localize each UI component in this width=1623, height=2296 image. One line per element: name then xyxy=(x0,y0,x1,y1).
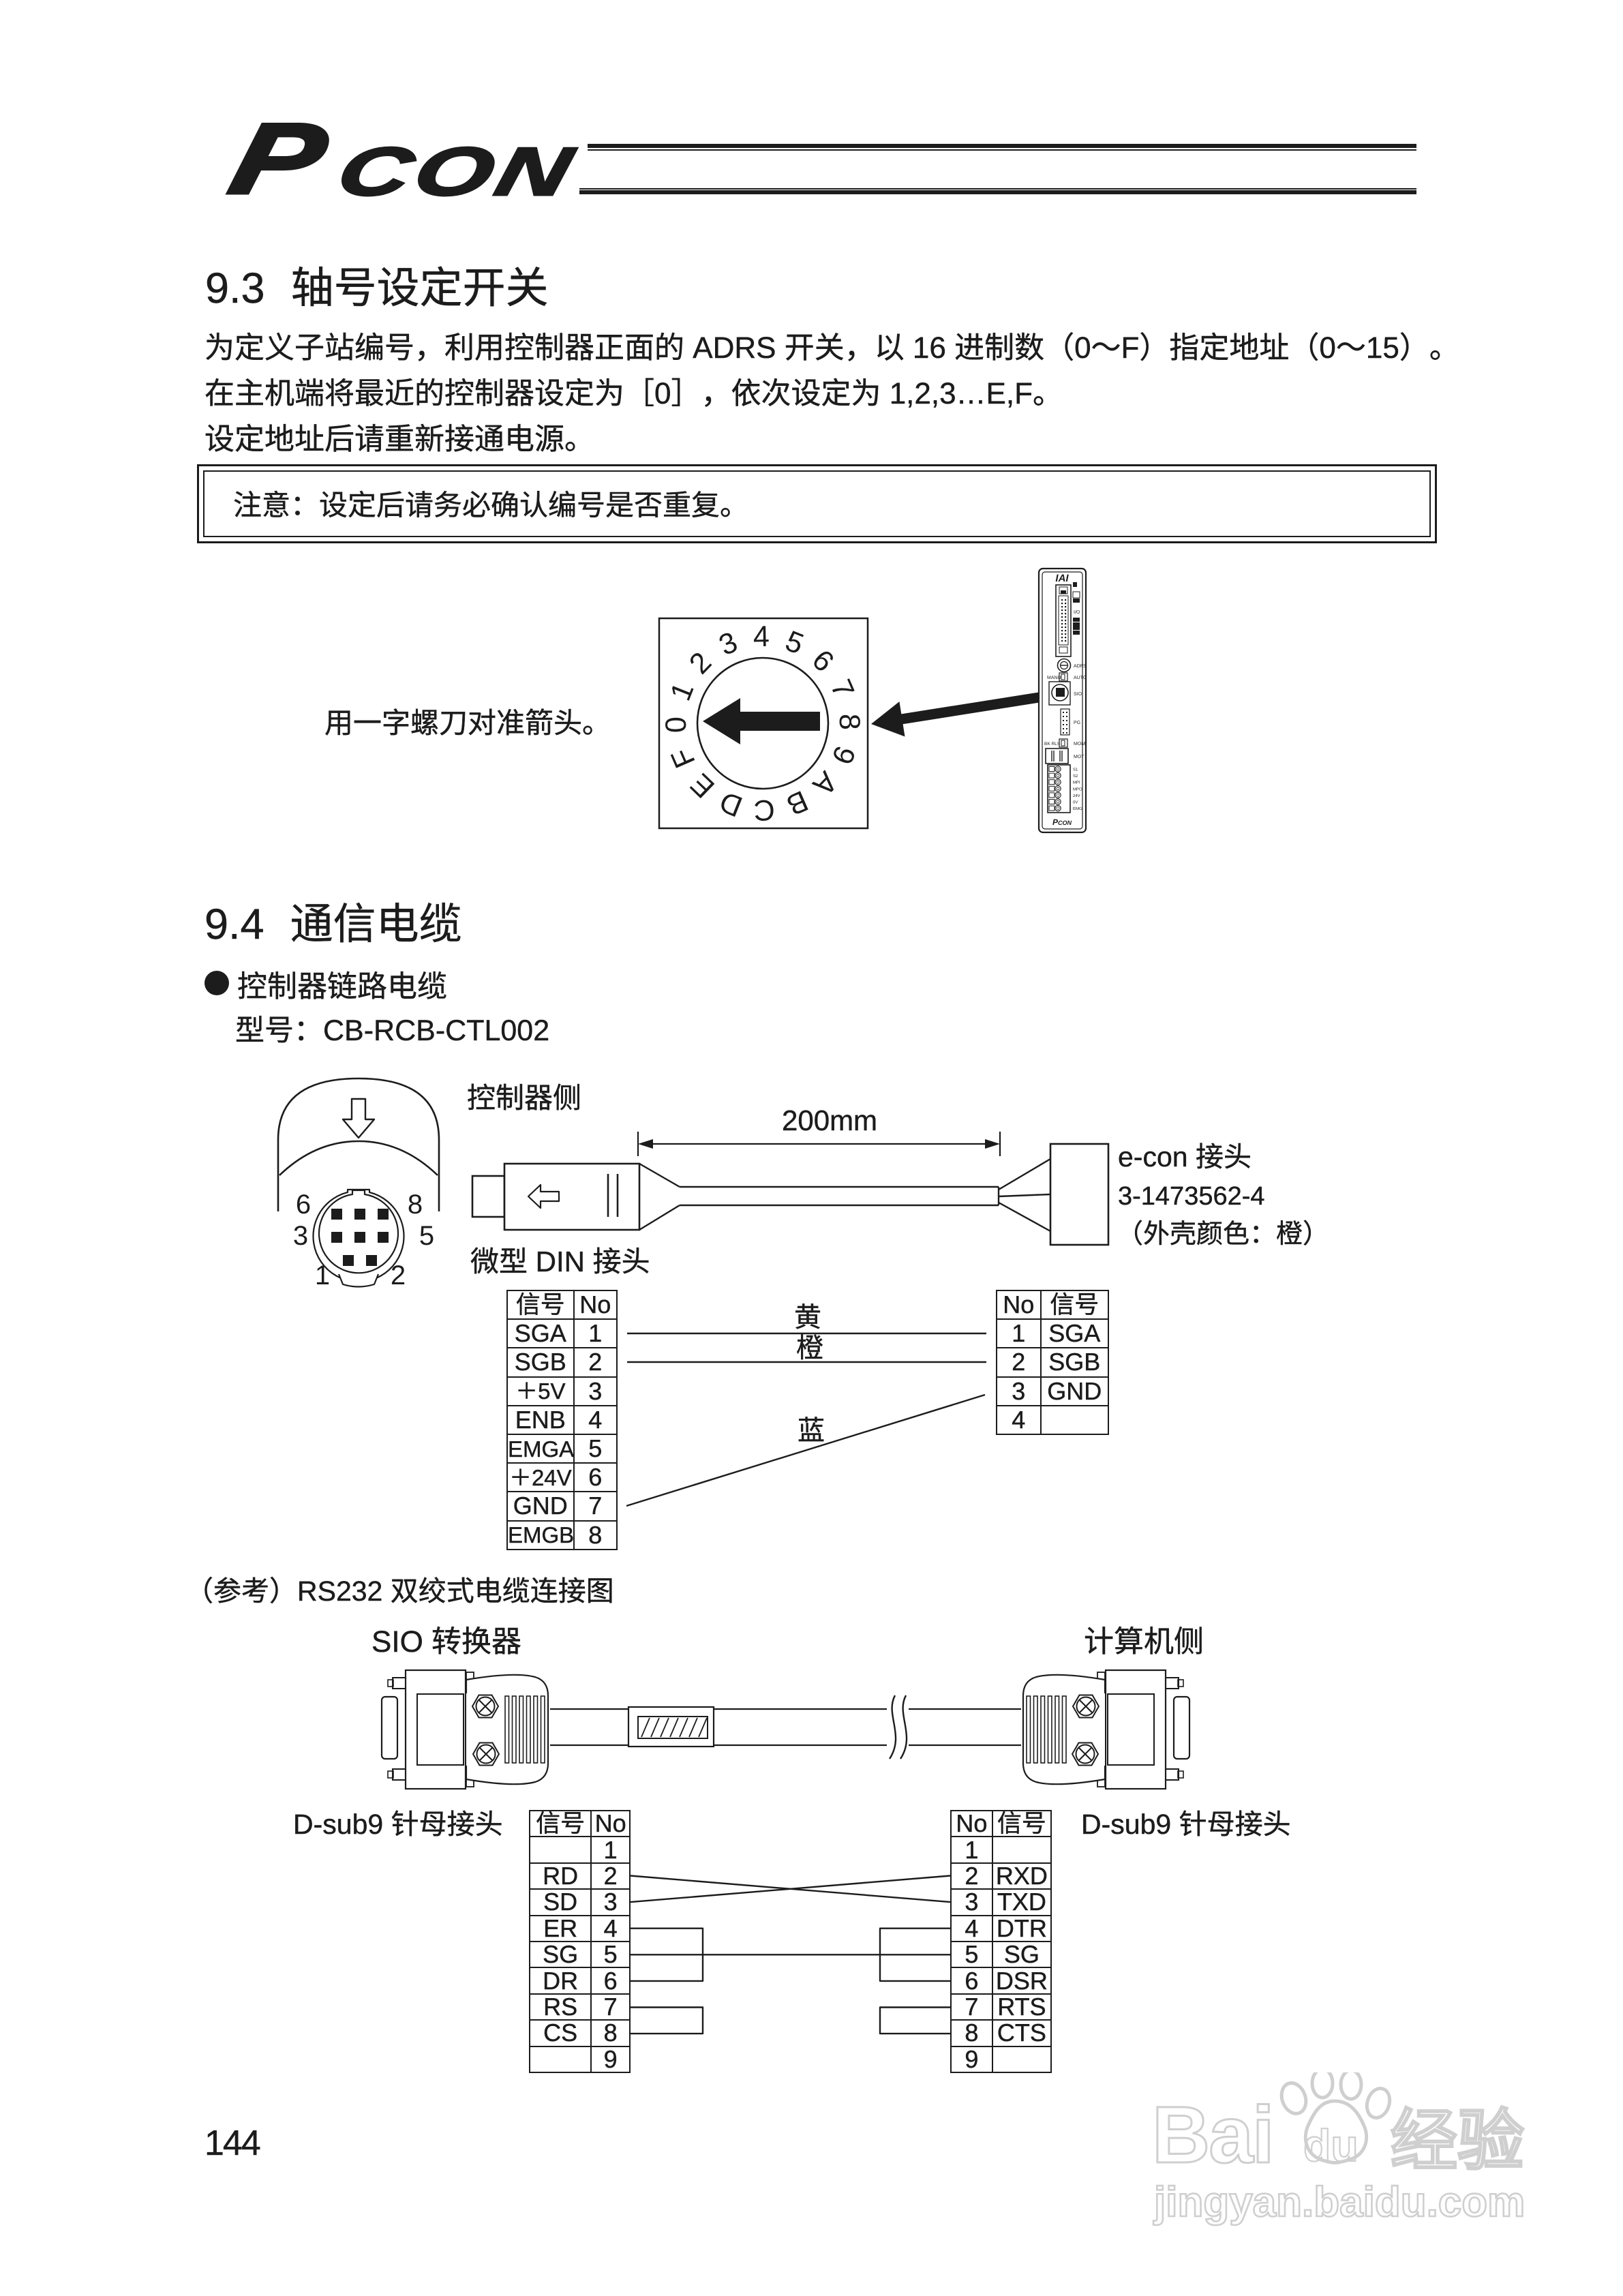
svg-text:S2: S2 xyxy=(1073,774,1078,779)
svg-text:PCON: PCON xyxy=(1052,817,1072,827)
svg-text:8: 8 xyxy=(408,1190,423,1220)
svg-text:9: 9 xyxy=(825,742,861,769)
svg-text:3: 3 xyxy=(714,626,742,663)
svg-text:0V: 0V xyxy=(1073,800,1078,805)
svg-text:C: C xyxy=(753,794,775,827)
svg-text:8: 8 xyxy=(833,713,866,730)
svg-text:5: 5 xyxy=(419,1221,434,1251)
svg-text:S1: S1 xyxy=(1073,768,1078,772)
svg-text:F: F xyxy=(665,743,701,772)
svg-text:7: 7 xyxy=(824,675,861,703)
svg-text:MOM: MOM xyxy=(1074,742,1085,746)
svg-text:0: 0 xyxy=(660,716,693,734)
svg-text:1: 1 xyxy=(664,678,700,706)
svg-text:4: 4 xyxy=(753,620,770,653)
svg-text:MANU: MANU xyxy=(1047,676,1061,680)
svg-text:2: 2 xyxy=(391,1260,406,1290)
svg-text:A: A xyxy=(806,765,844,802)
svg-text:2: 2 xyxy=(683,646,718,681)
svg-text:6: 6 xyxy=(806,644,840,678)
svg-text:B: B xyxy=(782,784,813,821)
svg-text:6: 6 xyxy=(296,1190,311,1220)
svg-text:AUTO: AUTO xyxy=(1074,676,1087,680)
svg-text:MPO: MPO xyxy=(1073,787,1082,791)
svg-text:E: E xyxy=(684,767,721,804)
svg-text:EMG: EMG xyxy=(1073,806,1082,811)
svg-text:ADRS: ADRS xyxy=(1074,664,1087,669)
svg-text:D: D xyxy=(715,785,746,823)
svg-text:PG: PG xyxy=(1074,721,1080,725)
svg-text:5: 5 xyxy=(781,624,808,661)
svg-text:1: 1 xyxy=(315,1260,330,1290)
svg-text:MOT: MOT xyxy=(1074,755,1084,759)
svg-text:24V: 24V xyxy=(1073,794,1080,798)
svg-text:3: 3 xyxy=(293,1221,308,1251)
svg-text:BK RLS: BK RLS xyxy=(1044,742,1061,746)
svg-text:IAI: IAI xyxy=(1055,573,1069,584)
svg-text:SIO: SIO xyxy=(1074,692,1082,697)
svg-text:MPI: MPI xyxy=(1073,781,1080,785)
svg-text:I/O: I/O xyxy=(1074,609,1080,615)
